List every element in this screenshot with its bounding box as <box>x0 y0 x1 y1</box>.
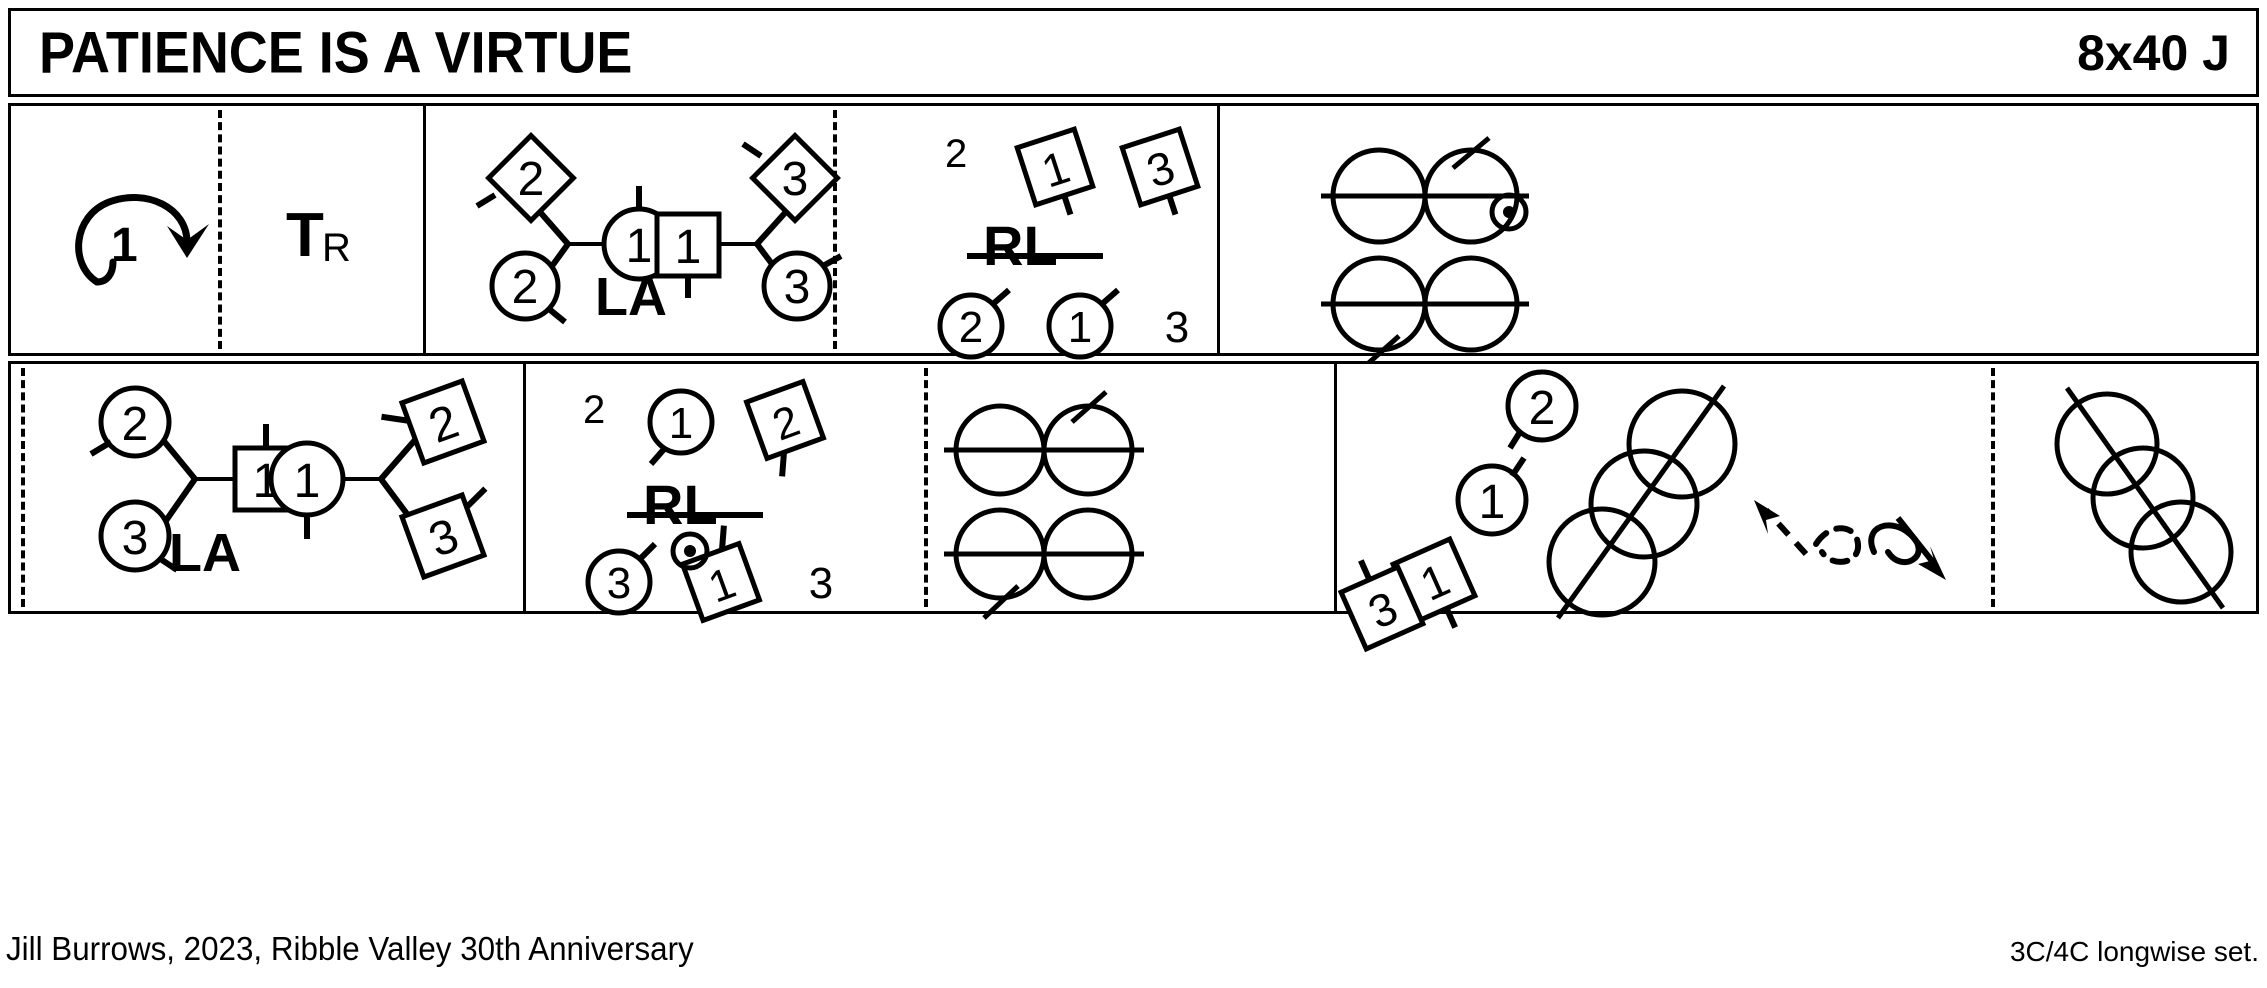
bar-4-rl: 2 1 3 RL <box>833 106 1217 360</box>
tilt-square-3-wrap: 3 <box>1337 559 1427 653</box>
divider-dashed-4 <box>924 368 928 607</box>
turn-r-subscript: R <box>322 226 351 270</box>
tilt-square-3-shape: 3 <box>1337 559 1427 653</box>
tilt-square-3-shape: 3 <box>1119 126 1201 216</box>
triple-circle-diagonal-2 <box>2054 386 2234 610</box>
la-right-group: 1 3 3 <box>654 132 843 322</box>
bar-1-turn: 1 <box>11 106 218 353</box>
svg-text:1: 1 <box>294 455 321 508</box>
circle-2-shape: 2 <box>937 287 1011 360</box>
rl2-label-wrap: RL <box>627 472 763 537</box>
reel2-top-group <box>944 390 1144 497</box>
divider-dashed-1 <box>218 110 222 349</box>
rl2-bottom-shapes: 3 1 3 <box>585 525 833 624</box>
header-bar: PATIENCE IS A VIRTUE 8x40 J <box>8 8 2259 97</box>
bar-5-reels <box>1217 106 2256 370</box>
rl2-top-plain-2: 2 <box>583 388 606 432</box>
svg-text:3: 3 <box>122 512 149 565</box>
circle-1-shape: 1 <box>647 388 715 466</box>
page-title: PATIENCE IS A VIRTUE <box>39 19 677 86</box>
dot-circle-icon-2 <box>670 531 710 571</box>
circle-3-shape: 3 <box>585 541 658 616</box>
rl2-top-shapes: 1 2 <box>647 378 827 477</box>
turn-count-label: 1 <box>111 219 138 272</box>
reel2-bottom-group <box>944 507 1144 620</box>
svg-text:2: 2 <box>512 261 539 314</box>
la-label-2: LA <box>169 523 241 583</box>
svg-text:1: 1 <box>669 399 693 448</box>
circle-1-shape: 1 <box>1046 287 1120 360</box>
svg-text:3: 3 <box>782 153 809 206</box>
bar-3-la: 2 2 1 <box>423 106 843 353</box>
la-left-group: 2 2 1 <box>475 132 677 325</box>
rl-bottom-plain-3: 3 <box>1165 303 1189 352</box>
divider-dashed-2 <box>833 110 837 349</box>
svg-text:3: 3 <box>784 261 811 314</box>
svg-text:1: 1 <box>675 221 702 274</box>
circle-2-shape: 2 <box>89 385 172 459</box>
rl-bottom-shapes: 2 1 3 <box>937 287 1189 360</box>
svg-text:3: 3 <box>607 559 631 608</box>
circle-2-shape: 2 <box>489 250 567 325</box>
page-title-text: PATIENCE IS A VIRTUE <box>39 20 633 85</box>
svg-text:2: 2 <box>122 398 149 451</box>
bar-9-diagonal-reel: 2 1 1 3 <box>1334 364 1991 653</box>
divider-solid-2 <box>1217 103 1220 356</box>
divider-dashed-3 <box>21 368 25 607</box>
divider-dashed-5 <box>1991 368 1995 607</box>
rl-label: RL <box>983 214 1058 277</box>
cross-loop-arrows-icon <box>1754 500 1946 580</box>
rl-top-shapes: 1 3 <box>1014 126 1201 216</box>
circle-3-shape: 3 <box>761 250 843 322</box>
svg-text:2: 2 <box>1529 382 1556 435</box>
triple-circle-diagonal <box>1546 384 1738 620</box>
svg-text:1: 1 <box>1068 303 1092 352</box>
rl-strikethrough-2 <box>627 512 763 518</box>
rl2-bottom-plain-3: 3 <box>809 559 833 608</box>
credit-label: Jill Burrows, 2023, Ribble Valley 30th A… <box>6 930 730 968</box>
svg-text:2: 2 <box>959 303 983 352</box>
diamond-3-shape: 3 <box>741 132 841 224</box>
set-label: 3C/4C longwise set. <box>2009 936 2259 967</box>
rl-label-wrap: RL <box>967 213 1103 278</box>
turn-t-label: T <box>286 201 324 270</box>
circle-1-shape: 1 <box>1455 456 1529 537</box>
bar-7-rl: 2 1 2 RL <box>523 364 924 624</box>
divider-solid-3 <box>523 361 526 614</box>
credit-text: Jill Burrows, 2023, Ribble Valley 30th A… <box>6 930 694 967</box>
rl-strikethrough <box>967 253 1103 259</box>
la-label: LA <box>595 267 667 327</box>
svg-text:1: 1 <box>1479 476 1506 529</box>
bar-10-diagonal-reel <box>1991 364 2256 611</box>
bar-8-reels <box>670 364 1334 620</box>
circle-3-shape: 3 <box>98 499 179 573</box>
rl-top-plain-2: 2 <box>945 132 968 176</box>
tilt-square-2-shape: 2 <box>743 378 827 477</box>
divider-solid-1 <box>423 103 426 356</box>
la2-right-group: 1 2 3 <box>268 377 488 581</box>
svg-text:2: 2 <box>518 153 545 206</box>
circle-2-shape: 2 <box>1505 369 1579 450</box>
tilt-square-1-shape: 1 <box>1014 126 1096 216</box>
dot-circle-icon <box>1489 192 1529 232</box>
diamond-3-shape: 3 <box>398 486 488 581</box>
svg-text:1: 1 <box>626 220 653 273</box>
divider-solid-4 <box>1334 361 1337 614</box>
diamond-2-shape: 2 <box>475 132 577 224</box>
meter-label: 8x40 J <box>2077 24 2230 81</box>
rl-label-2: RL <box>643 473 718 536</box>
square-1-shape: 1 <box>654 211 722 298</box>
bar-6-la: 2 3 1 <box>11 364 523 611</box>
reel-top-group <box>1321 136 1529 245</box>
reel-bottom-group <box>1321 255 1529 370</box>
bar-row-2: 2 3 1 <box>8 361 2259 653</box>
diagonal-dancer-column: 2 1 1 <box>1389 369 1579 629</box>
circle-1-shape: 1 <box>268 440 346 539</box>
diamond-2-shape: 2 <box>381 377 488 467</box>
turn-arrow-icon <box>75 194 209 286</box>
